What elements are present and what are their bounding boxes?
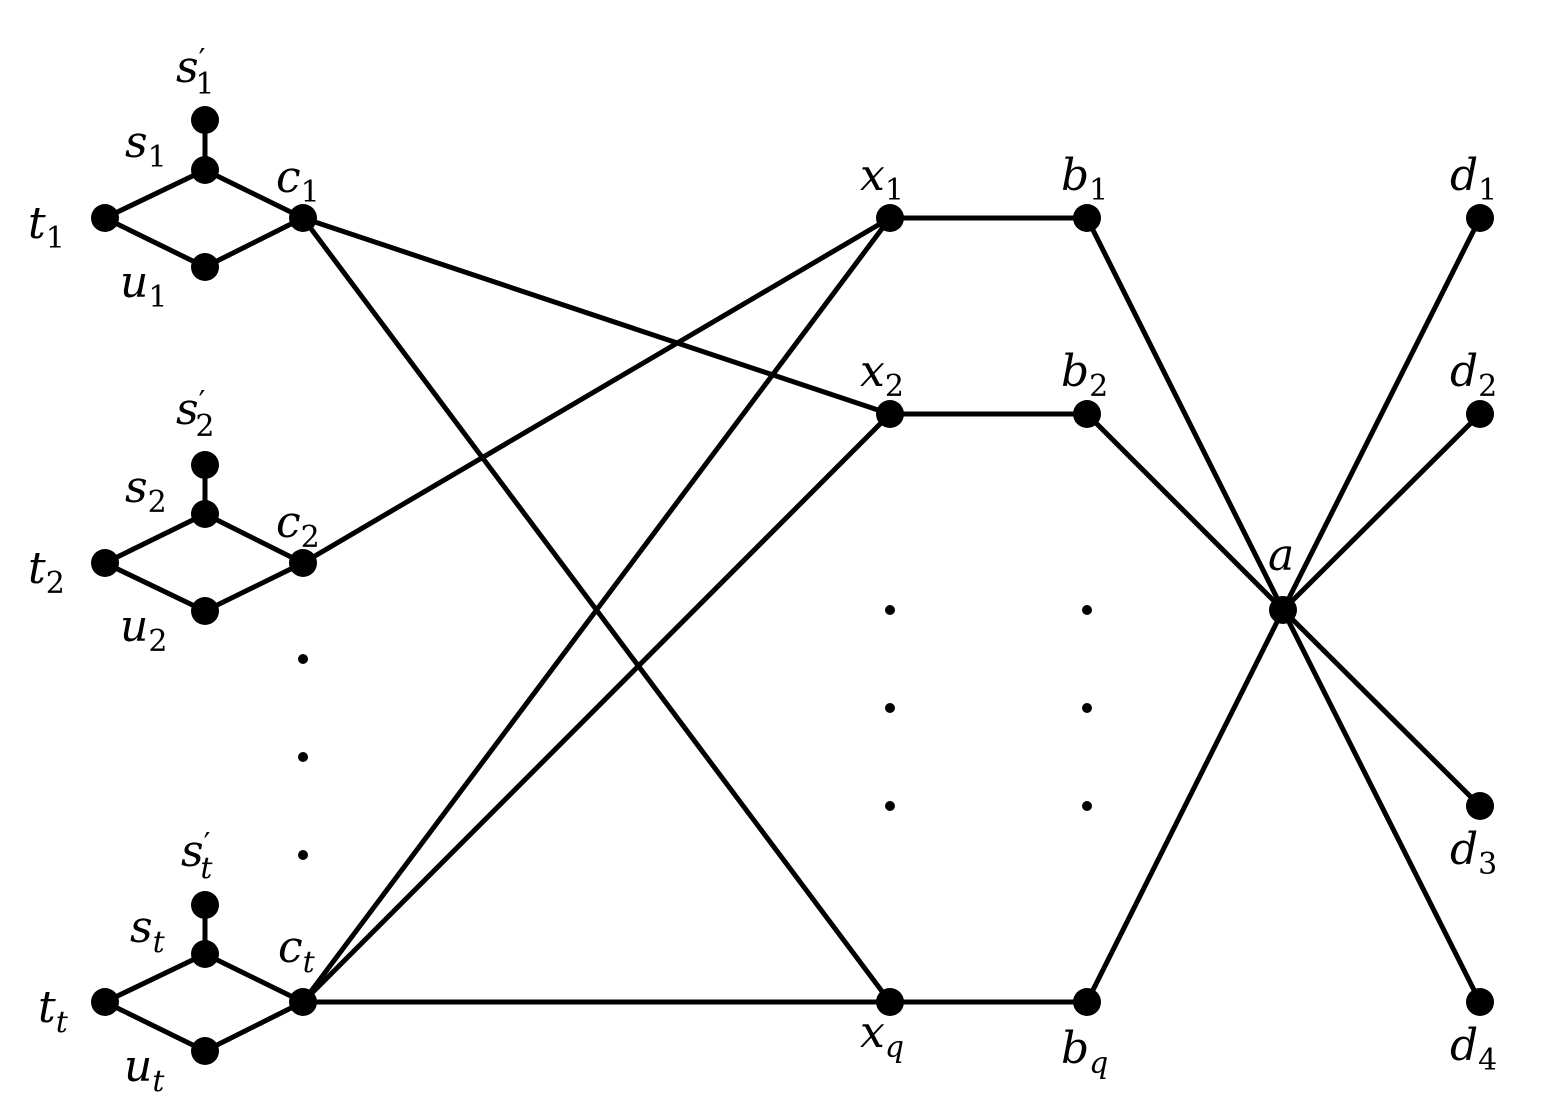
label-s2: s2 — [125, 462, 167, 520]
edge-c2-x1 — [300, 215, 893, 566]
label-ut: ut — [124, 1041, 165, 1099]
node-xq — [876, 988, 904, 1016]
node-a — [1269, 596, 1297, 624]
ellipsis-dot-6 — [885, 801, 895, 811]
node-s1p — [191, 106, 219, 134]
label-s2p: s′2 — [176, 384, 215, 444]
label-s1: s1 — [125, 117, 167, 175]
label-d1: d1 — [1450, 150, 1497, 208]
edge-b1-a — [1084, 215, 1286, 613]
edge-b2-a — [1084, 411, 1286, 613]
edge-ut-ct — [202, 999, 306, 1054]
edge-c1-x2 — [300, 215, 893, 417]
label-st: st — [130, 902, 166, 960]
node-s2p — [191, 451, 219, 479]
edge-t1-u1 — [102, 215, 208, 270]
node-d2 — [1466, 400, 1494, 428]
node-d3 — [1466, 792, 1494, 820]
label-d2: d2 — [1450, 346, 1497, 404]
label-x1: x1 — [860, 150, 904, 208]
edge-a-d2 — [1280, 411, 1483, 613]
node-b2 — [1073, 400, 1101, 428]
node-u1 — [191, 253, 219, 281]
label-b1: b1 — [1061, 150, 1108, 208]
node-c1 — [289, 204, 317, 232]
label-x2: x2 — [860, 346, 904, 404]
node-stp — [191, 891, 219, 919]
label-tt: tt — [38, 982, 69, 1040]
ellipsis-dot-2 — [298, 752, 308, 762]
edge-tt-ut — [102, 999, 208, 1054]
edge-s2-t2 — [102, 511, 208, 566]
label-a: a — [1268, 530, 1294, 581]
ellipsis-dot-1 — [298, 654, 308, 664]
edge-ct-x1 — [300, 215, 893, 1005]
edge-s2-c2 — [202, 511, 306, 566]
label-xq: xq — [860, 1007, 904, 1065]
node-t1 — [91, 204, 119, 232]
edge-layer — [102, 117, 1483, 1054]
node-st — [191, 940, 219, 968]
ellipsis-dot-9 — [1082, 801, 1092, 811]
node-d1 — [1466, 204, 1494, 232]
node-s1 — [191, 156, 219, 184]
edge-ct-x2 — [300, 411, 893, 1005]
node-tt — [91, 988, 119, 1016]
node-d4 — [1466, 988, 1494, 1016]
node-bq — [1073, 988, 1101, 1016]
node-layer — [91, 106, 1494, 1065]
node-ut — [191, 1037, 219, 1065]
edge-u2-c2 — [202, 560, 306, 614]
label-t1: t1 — [28, 198, 65, 256]
edge-a-d1 — [1280, 215, 1483, 613]
node-x2 — [876, 400, 904, 428]
edge-st-tt — [102, 951, 208, 1005]
node-u2 — [191, 597, 219, 625]
label-ct: ct — [278, 922, 316, 980]
node-ct — [289, 988, 317, 1016]
ellipsis-dot-4 — [885, 605, 895, 615]
ellipsis-dot-5 — [885, 703, 895, 713]
edge-s1-t1 — [102, 167, 208, 221]
node-b1 — [1073, 204, 1101, 232]
edge-st-ct — [202, 951, 306, 1005]
edge-a-d4 — [1280, 607, 1483, 1005]
edge-a-d3 — [1280, 607, 1483, 809]
label-stp: s′t — [181, 826, 213, 886]
edge-s1-c1 — [202, 167, 306, 221]
ellipsis-dot-8 — [1082, 703, 1092, 713]
node-s2 — [191, 500, 219, 528]
node-c2 — [289, 549, 317, 577]
edge-t2-u2 — [102, 560, 208, 614]
node-x1 — [876, 204, 904, 232]
edge-u1-c1 — [202, 215, 306, 270]
label-u2: u2 — [120, 601, 167, 659]
label-c1: c1 — [276, 152, 320, 210]
ellipsis-dot-7 — [1082, 605, 1092, 615]
label-b2: b2 — [1061, 346, 1108, 404]
label-bq: bq — [1061, 1023, 1108, 1081]
ellipsis-dots — [298, 605, 1092, 860]
node-t2 — [91, 549, 119, 577]
label-s1p: s′1 — [176, 42, 215, 102]
label-d3: d3 — [1450, 824, 1497, 882]
label-d4: d4 — [1450, 1020, 1497, 1078]
label-u1: u1 — [120, 257, 167, 315]
edge-bq-a — [1084, 607, 1286, 1005]
label-t2: t2 — [28, 543, 65, 601]
ellipsis-dot-3 — [298, 850, 308, 860]
label-c2: c2 — [276, 497, 320, 555]
